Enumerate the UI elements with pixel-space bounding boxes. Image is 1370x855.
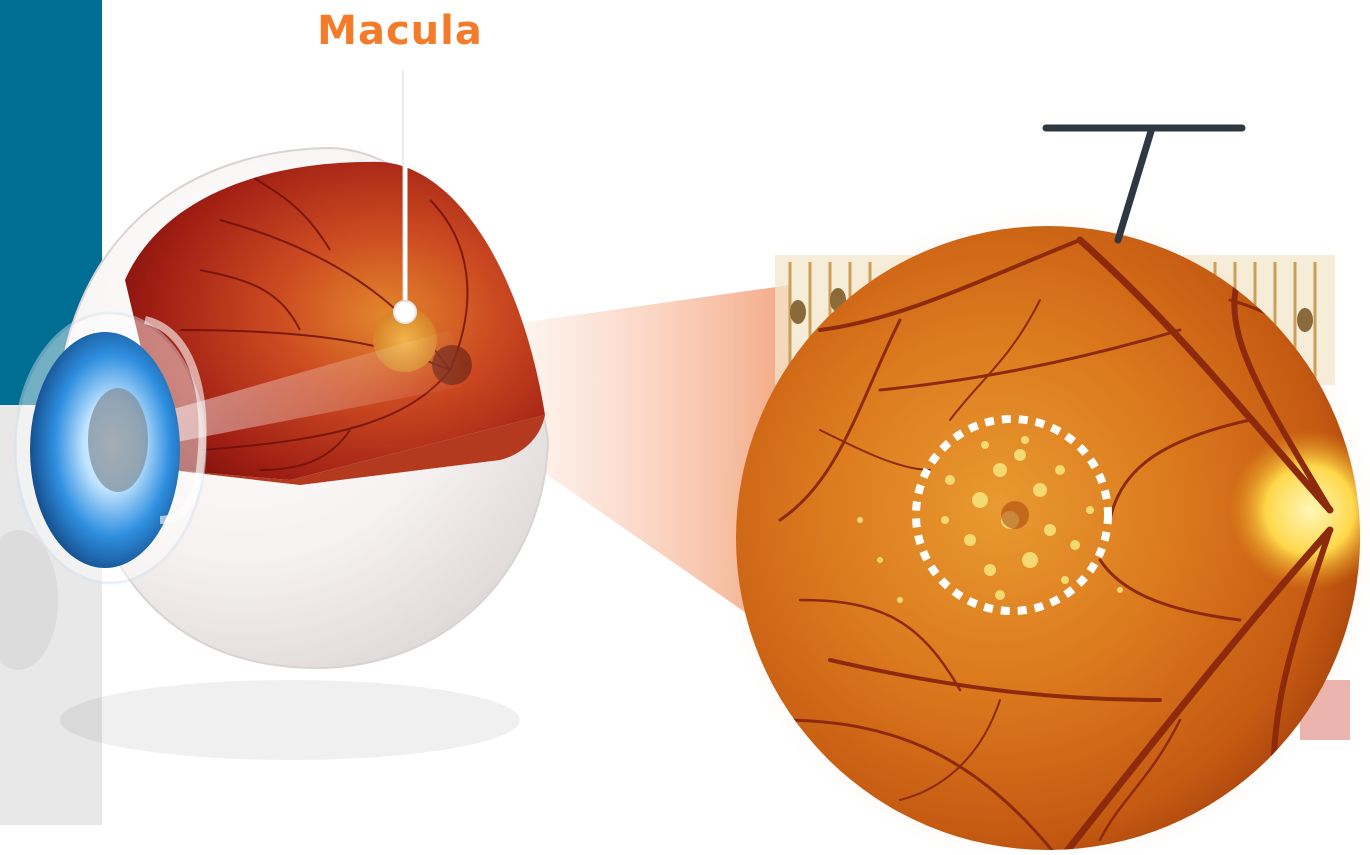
macula-label: Macula <box>280 8 520 54</box>
macula-pointer-dot <box>394 301 416 323</box>
pupil <box>88 388 148 492</box>
fovea-shadow <box>1001 501 1029 529</box>
